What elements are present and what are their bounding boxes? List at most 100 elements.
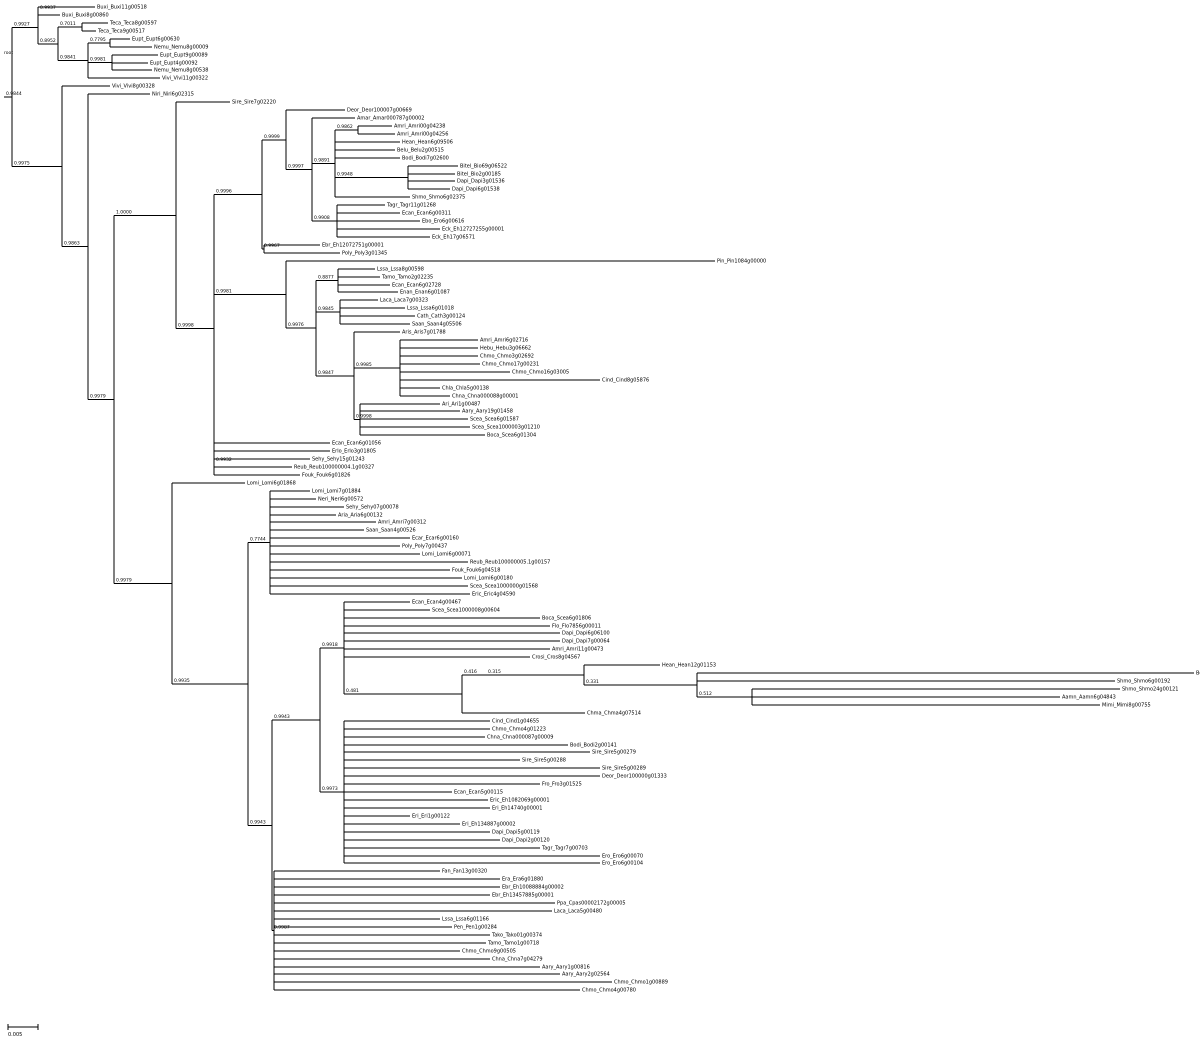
support-value: 0.9935 bbox=[174, 678, 190, 684]
leaf-label: Ari_Ari1g00487 bbox=[442, 402, 481, 408]
leaf-label: Hean_Hean12g01153 bbox=[662, 663, 716, 669]
leaf-label: Lomi_Lomi7g01884 bbox=[312, 489, 361, 495]
support-value: 0.7744 bbox=[250, 537, 266, 543]
support-value: 0.9932 bbox=[216, 457, 232, 463]
leaf-label: Amri_Amri6g02716 bbox=[480, 338, 528, 344]
leaf-label: Poly_Poly7g00437 bbox=[402, 544, 447, 550]
leaf-label: Fan_Fan13g00320 bbox=[442, 869, 487, 875]
leaf-label: Scea_Scea1000003g01210 bbox=[472, 425, 540, 431]
support-value: 0.9908 bbox=[314, 215, 330, 221]
support-value: 0.9996 bbox=[216, 188, 232, 194]
leaf-label: Chna_Chna7g04279 bbox=[492, 957, 543, 963]
support-value: 0.9973 bbox=[322, 786, 338, 792]
leaf-label: Nemu_Nemu8g00538 bbox=[154, 68, 208, 74]
tree-support-values: 0.98440.99270.99370.89520.70110.98410.77… bbox=[6, 5, 712, 931]
leaf-label: Ebr_Eh10088884g00002 bbox=[502, 885, 564, 891]
support-value: 0.9841 bbox=[60, 55, 76, 61]
leaf-label: Eric_Eh1082069g00001 bbox=[490, 798, 550, 804]
support-value: 0.9999 bbox=[264, 134, 280, 140]
tree-leaf-labels: Buxi_Buxi11g00518Buxi_Buxi8g00860Teca_Te… bbox=[62, 5, 1200, 994]
leaf-label: Eupt_Eupt6g00630 bbox=[132, 37, 180, 43]
leaf-label: Boca_Scea6g01806 bbox=[542, 616, 591, 622]
leaf-label: Chmo_Chmo4g00780 bbox=[582, 988, 636, 994]
leaf-label: Dapi_Dapi6g01538 bbox=[452, 187, 500, 193]
leaf-label: Shmo_Shmo6g02375 bbox=[412, 195, 465, 201]
leaf-label: Aris_Aris7g01788 bbox=[402, 330, 446, 336]
leaf-label: Eri_Eh14740g00001 bbox=[492, 806, 542, 812]
leaf-label: Eck_Eh17g06571 bbox=[432, 235, 475, 241]
leaf-label: Chmo_Chmo3g02692 bbox=[480, 354, 534, 360]
support-value: 0.9844 bbox=[6, 91, 22, 97]
support-value: 0.481 bbox=[346, 688, 359, 694]
leaf-label: Reub_Reub100000004.1g00327 bbox=[294, 465, 374, 471]
leaf-label: Dapi_Dapi5g00119 bbox=[492, 830, 540, 836]
leaf-label: Amri_Amri00g04256 bbox=[397, 132, 448, 138]
leaf-label: Sehy_Sehy07g00078 bbox=[346, 505, 399, 511]
leaf-label: Cind_Cind1g04655 bbox=[492, 719, 539, 725]
support-value: 0.512 bbox=[699, 691, 712, 697]
support-value: 0.7795 bbox=[90, 37, 106, 43]
support-value: 0.9943 bbox=[274, 714, 290, 720]
leaf-label: Eck_Eh12727255g00001 bbox=[442, 227, 504, 233]
leaf-label: Eupt_Eupt9g00089 bbox=[160, 53, 208, 59]
leaf-label: Lssa_Lssa6g01018 bbox=[407, 306, 454, 312]
leaf-label: Mimi_Mimi8g00755 bbox=[1102, 703, 1151, 709]
scale-bar: 0.005 bbox=[7, 1024, 39, 1038]
leaf-label: Scea_Scea1000000g01568 bbox=[470, 584, 538, 590]
leaf-label: Bitel_Bio2g00185 bbox=[457, 172, 501, 178]
leaf-label: Lomi_Lomi6g00071 bbox=[422, 552, 471, 558]
leaf-label: Shmo_Shmo24g00121 bbox=[1122, 687, 1179, 693]
leaf-label: Dapi_Dapi2g00120 bbox=[502, 838, 550, 844]
support-value: 0.9943 bbox=[250, 819, 266, 825]
leaf-label: Sire_Sire5g00289 bbox=[602, 766, 646, 772]
support-value: 0.9862 bbox=[337, 124, 353, 130]
leaf-label: Eric_Eric4g04590 bbox=[472, 592, 515, 598]
leaf-label: Lomi_Lomi6g01868 bbox=[247, 481, 296, 487]
leaf-label: Pen_Pen1g00284 bbox=[454, 925, 497, 931]
leaf-label: Nemu_Nemu8g00009 bbox=[154, 45, 208, 51]
scale-bar-label: 0.005 bbox=[8, 1032, 22, 1038]
support-value: 0.416 bbox=[464, 669, 477, 675]
leaf-label: Vivi_Vivi8g00328 bbox=[112, 84, 155, 90]
leaf-label: Buxi_Buxi11g00518 bbox=[97, 5, 147, 11]
support-value: 0.9976 bbox=[288, 322, 304, 328]
leaf-label: Aria_Aria6g00132 bbox=[338, 513, 383, 519]
leaf-label: Amri_Amri11g00473 bbox=[552, 647, 603, 653]
support-value: 0.9845 bbox=[318, 306, 334, 312]
leaf-label: Tamo_Tamo2g02235 bbox=[381, 275, 433, 281]
leaf-label: Ecan_Ecan6g01056 bbox=[332, 441, 381, 447]
leaf-label: Scea_Scea1000008g00604 bbox=[432, 608, 500, 614]
leaf-label: Bitel_Bio69g06522 bbox=[460, 164, 507, 170]
leaf-label: Ecan_Ecan6g02728 bbox=[392, 283, 441, 289]
leaf-label: Aamn_Aamn6g04843 bbox=[1062, 695, 1116, 701]
leaf-label: Flo_Flo7856g00011 bbox=[552, 624, 601, 630]
support-value: 0.9987 bbox=[274, 925, 290, 931]
leaf-label: Sire_Sire5g00279 bbox=[592, 750, 636, 756]
leaf-label: Ecan_Ecan5g00115 bbox=[454, 790, 503, 796]
support-value: 0.8952 bbox=[40, 38, 56, 44]
root-label: root bbox=[4, 50, 13, 56]
leaf-label: Ebr_Eh13457885g00001 bbox=[492, 893, 554, 899]
leaf-label: Boca_Scea6g01304 bbox=[487, 433, 536, 439]
leaf-label: Hean_Hean6g09506 bbox=[402, 140, 453, 146]
leaf-label: Chmo_Chmo16g03005 bbox=[512, 370, 569, 376]
leaf-label: Belu_Belu47g00367 bbox=[1196, 671, 1200, 677]
leaf-label: Dapi_Dapi6g06100 bbox=[562, 631, 610, 637]
support-value: 0.331 bbox=[586, 679, 599, 685]
support-value: 0.9985 bbox=[356, 362, 372, 368]
leaf-label: Ppa_Cpas00002172g00005 bbox=[557, 901, 626, 907]
leaf-label: Saan_Saan4g05506 bbox=[412, 322, 462, 328]
leaf-label: Fro_Fro3g01525 bbox=[542, 782, 582, 788]
leaf-label: Erlo_Erlo3g01805 bbox=[332, 449, 376, 455]
support-value: 0.9967 bbox=[264, 243, 280, 249]
support-value: 0.9998 bbox=[356, 414, 372, 420]
leaf-label: Chmo_Chmo17g00231 bbox=[482, 362, 539, 368]
leaf-label: Hebu_Hebu3g06662 bbox=[480, 346, 531, 352]
leaf-label: Neri_Neri6g00572 bbox=[318, 497, 363, 503]
leaf-label: Tako_Tako01g00374 bbox=[491, 933, 542, 939]
support-value: 0.9997 bbox=[288, 164, 304, 170]
support-value: 0.9918 bbox=[322, 642, 338, 648]
leaf-label: Amar_Amar000787g00002 bbox=[357, 116, 425, 122]
leaf-label: Cind_Cind8g05876 bbox=[602, 378, 649, 384]
support-value: 0.9975 bbox=[14, 160, 30, 166]
